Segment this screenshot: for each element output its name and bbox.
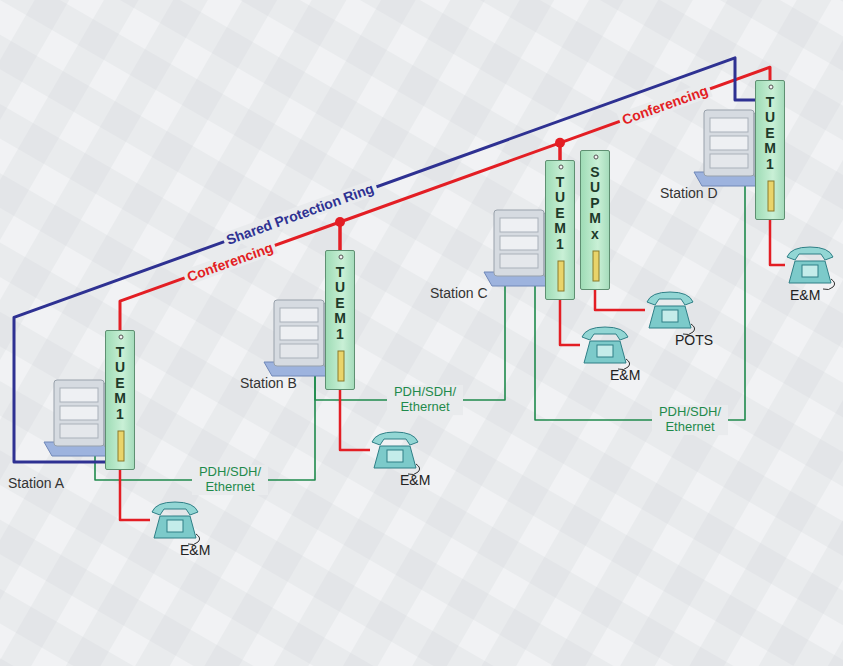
station-server: Station C <box>490 210 550 280</box>
card-name: TUEM1 <box>333 265 347 342</box>
interface-card: SUPMx <box>580 150 610 290</box>
transport-link-label: PDH/SDH/ Ethernet <box>192 465 268 495</box>
telephone: E&M <box>150 500 200 540</box>
phone-handset <box>372 432 418 445</box>
telephone: E&M <box>370 430 420 470</box>
transport-link-label: PDH/SDH/ Ethernet <box>652 405 728 435</box>
server-bay <box>710 118 748 132</box>
phone-keypad <box>387 450 403 462</box>
telephone: POTS <box>645 290 695 330</box>
phone-body <box>649 306 691 328</box>
server-body <box>274 300 324 366</box>
card-led <box>594 155 598 159</box>
server-bay <box>60 406 98 420</box>
interface-label: POTS <box>675 332 713 348</box>
phone-icon <box>150 500 200 540</box>
server-body <box>494 210 544 276</box>
phone-wire <box>770 220 785 265</box>
junction-dot <box>335 217 345 227</box>
server-bay <box>60 424 98 438</box>
server-body <box>704 110 754 176</box>
interface-card: TUEM1 <box>545 160 575 300</box>
interface-label: E&M <box>400 472 430 488</box>
station-server: Station D <box>700 110 760 180</box>
station-label: Station C <box>430 285 488 301</box>
station-icon <box>700 110 760 180</box>
phone-keypad <box>662 310 678 322</box>
phone-wire <box>340 390 370 450</box>
phone-icon <box>645 290 695 330</box>
phone-body <box>789 261 831 283</box>
phone-wire <box>120 470 150 520</box>
phone-handset <box>582 327 628 340</box>
telephone: E&M <box>785 245 830 285</box>
interface-label: E&M <box>790 287 820 303</box>
station-icon <box>50 380 110 450</box>
interface-label: E&M <box>180 542 210 558</box>
phone-icon <box>785 245 830 285</box>
station-icon <box>490 210 550 280</box>
phone-keypad <box>167 520 183 532</box>
card-connector <box>338 351 344 381</box>
card-led <box>339 255 343 259</box>
interface-card: TUEM1 <box>755 80 785 220</box>
card-led <box>559 165 563 169</box>
telephone: E&M <box>580 325 630 365</box>
interface-card: TUEM1 <box>105 330 135 470</box>
protection-ring <box>14 58 755 462</box>
server-bay <box>280 344 318 358</box>
phone-keypad <box>597 345 613 357</box>
card-connector <box>593 251 599 281</box>
phone-icon <box>580 325 630 365</box>
server-body <box>54 380 104 446</box>
server-bay <box>710 136 748 150</box>
server-bay <box>500 254 538 268</box>
server-bay <box>60 388 98 402</box>
card-led <box>119 335 123 339</box>
card-connector <box>768 181 774 211</box>
station-label: Station B <box>240 375 297 391</box>
station-server: Station A <box>50 380 110 450</box>
station-server: Station B <box>270 300 330 370</box>
server-bay <box>710 154 748 168</box>
card-name: TUEM1 <box>553 175 567 252</box>
card-connector <box>118 431 124 461</box>
server-bay <box>280 326 318 340</box>
server-bay <box>500 236 538 250</box>
card-led <box>769 85 773 89</box>
station-icon <box>270 300 330 370</box>
server-bay <box>500 218 538 232</box>
card-name: TUEM1 <box>113 345 127 422</box>
phone-body <box>584 341 626 363</box>
phone-handset <box>787 247 833 260</box>
station-label: Station D <box>660 185 718 201</box>
phone-cord <box>823 279 835 290</box>
station-label: Station A <box>8 475 64 491</box>
phone-handset <box>152 502 198 515</box>
interface-label: E&M <box>610 367 640 383</box>
phone-handset <box>647 292 693 305</box>
server-bay <box>280 308 318 322</box>
phone-body <box>374 446 416 468</box>
card-name: TUEM1 <box>763 95 777 172</box>
phone-wire <box>560 300 580 345</box>
phone-body <box>154 516 196 538</box>
phone-icon <box>370 430 420 470</box>
phone-wire <box>595 290 645 310</box>
interface-card: TUEM1 <box>325 250 355 390</box>
phone-keypad <box>802 265 818 277</box>
junction-dot <box>555 138 565 148</box>
transport-link-label: PDH/SDH/ Ethernet <box>387 385 463 415</box>
card-name: SUPMx <box>588 165 602 242</box>
card-connector <box>558 261 564 291</box>
